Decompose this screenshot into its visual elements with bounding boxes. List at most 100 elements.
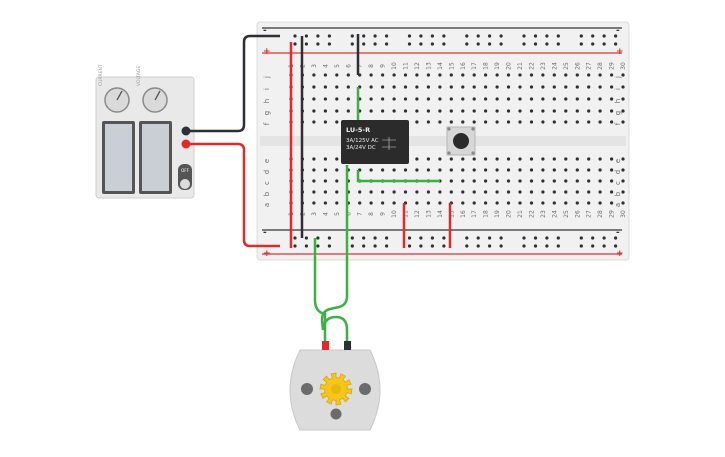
rail-hole[interactable] <box>442 236 446 240</box>
breadboard-hole[interactable] <box>598 73 602 77</box>
breadboard-hole[interactable] <box>426 85 430 89</box>
breadboard-hole[interactable] <box>587 73 591 77</box>
breadboard-hole[interactable] <box>610 201 614 205</box>
breadboard-hole[interactable] <box>575 109 579 113</box>
breadboard-hole[interactable] <box>381 109 385 113</box>
breadboard-hole[interactable] <box>621 73 625 77</box>
breadboard-hole[interactable] <box>449 109 453 113</box>
breadboard-hole[interactable] <box>529 190 534 194</box>
breadboard-hole[interactable] <box>403 97 408 101</box>
breadboard-hole[interactable] <box>610 190 614 194</box>
breadboard-hole[interactable] <box>564 168 568 172</box>
breadboard-hole[interactable] <box>541 157 545 161</box>
breadboard-hole[interactable] <box>415 109 419 113</box>
breadboard-hole[interactable] <box>621 109 625 113</box>
breadboard-hole[interactable] <box>518 97 522 101</box>
breadboard-hole[interactable] <box>518 85 522 89</box>
breadboard-hole[interactable] <box>564 109 568 113</box>
breadboard-hole[interactable] <box>621 201 625 205</box>
breadboard-hole[interactable] <box>552 201 556 205</box>
breadboard-hole[interactable] <box>335 73 339 77</box>
breadboard-hole[interactable] <box>438 201 442 205</box>
rail-hole[interactable] <box>556 244 560 248</box>
breadboard-hole[interactable] <box>575 73 579 77</box>
breadboard-hole[interactable] <box>564 179 568 183</box>
rail-hole[interactable] <box>476 34 480 38</box>
breadboard-hole[interactable] <box>484 73 488 77</box>
breadboard-hole[interactable] <box>323 109 327 113</box>
breadboard-hole[interactable] <box>621 168 625 172</box>
breadboard-hole[interactable] <box>323 179 327 183</box>
breadboard-hole[interactable] <box>438 120 442 124</box>
rail-hole[interactable] <box>304 42 308 46</box>
breadboard-hole[interactable] <box>438 109 442 113</box>
rail-hole[interactable] <box>304 244 308 248</box>
breadboard-hole[interactable] <box>472 201 476 205</box>
rail-hole[interactable] <box>407 34 412 38</box>
rail-hole[interactable] <box>476 42 480 46</box>
breadboard-hole[interactable] <box>438 97 442 101</box>
rail-hole[interactable] <box>350 244 354 248</box>
breadboard-hole[interactable] <box>575 168 579 172</box>
rail-hole[interactable] <box>316 236 320 240</box>
breadboard-hole[interactable] <box>610 85 614 89</box>
breadboard-hole[interactable] <box>552 168 556 172</box>
breadboard-hole[interactable] <box>415 157 419 161</box>
breadboard-hole[interactable] <box>552 97 556 101</box>
breadboard-hole[interactable] <box>506 190 511 194</box>
breadboard-hole[interactable] <box>598 85 602 89</box>
breadboard-hole[interactable] <box>449 73 453 77</box>
breadboard-hole[interactable] <box>564 73 568 77</box>
rail-hole[interactable] <box>522 34 526 38</box>
wire-green-motor-2[interactable] <box>320 165 349 345</box>
rail-hole[interactable] <box>316 34 320 38</box>
breadboard-hole[interactable] <box>415 120 419 124</box>
breadboard-hole[interactable] <box>323 157 327 161</box>
breadboard-hole[interactable] <box>621 97 625 101</box>
breadboard-hole[interactable] <box>415 97 419 101</box>
breadboard-hole[interactable] <box>575 190 579 194</box>
breadboard-hole[interactable] <box>461 201 465 205</box>
breadboard-hole[interactable] <box>495 157 499 161</box>
breadboard-hole[interactable] <box>403 109 408 113</box>
rail-hole[interactable] <box>591 244 595 248</box>
breadboard-hole[interactable] <box>472 157 476 161</box>
breadboard-hole[interactable] <box>506 73 511 77</box>
breadboard-hole[interactable] <box>381 168 385 172</box>
breadboard-hole[interactable] <box>426 109 430 113</box>
breadboard-hole[interactable] <box>415 168 419 172</box>
breadboard-hole[interactable] <box>552 73 556 77</box>
breadboard-hole[interactable] <box>461 120 465 124</box>
breadboard-hole[interactable] <box>495 168 499 172</box>
rail-hole[interactable] <box>579 236 583 240</box>
breadboard-hole[interactable] <box>495 201 499 205</box>
breadboard-hole[interactable] <box>621 120 625 124</box>
breadboard-hole[interactable] <box>312 73 316 77</box>
breadboard-hole[interactable] <box>587 97 591 101</box>
motor-terminal-negative[interactable] <box>344 341 351 350</box>
breadboard-hole[interactable] <box>598 168 602 172</box>
breadboard-hole[interactable] <box>461 109 465 113</box>
breadboard-hole[interactable] <box>449 179 453 183</box>
push-button-cap[interactable] <box>453 133 469 149</box>
breadboard-hole[interactable] <box>323 201 327 205</box>
rail-hole[interactable] <box>304 34 308 38</box>
breadboard-hole[interactable] <box>346 73 350 77</box>
breadboard-hole[interactable] <box>541 97 545 101</box>
breadboard-hole[interactable] <box>358 190 362 194</box>
breadboard-hole[interactable] <box>472 179 476 183</box>
breadboard-hole[interactable] <box>461 190 465 194</box>
breadboard-hole[interactable] <box>518 73 522 77</box>
rail-hole[interactable] <box>614 236 618 240</box>
breadboard-hole[interactable] <box>552 109 556 113</box>
breadboard-hole[interactable] <box>587 85 591 89</box>
breadboard-hole[interactable] <box>312 168 316 172</box>
rail-hole[interactable] <box>327 34 331 38</box>
breadboard-hole[interactable] <box>598 201 602 205</box>
rail-hole[interactable] <box>579 244 583 248</box>
breadboard-hole[interactable] <box>529 201 534 205</box>
breadboard[interactable]: - + - + - + - + 112233445566778899101011… <box>256 21 630 261</box>
rail-hole[interactable] <box>430 42 434 46</box>
breadboard-hole[interactable] <box>461 157 465 161</box>
breadboard-hole[interactable] <box>346 109 350 113</box>
